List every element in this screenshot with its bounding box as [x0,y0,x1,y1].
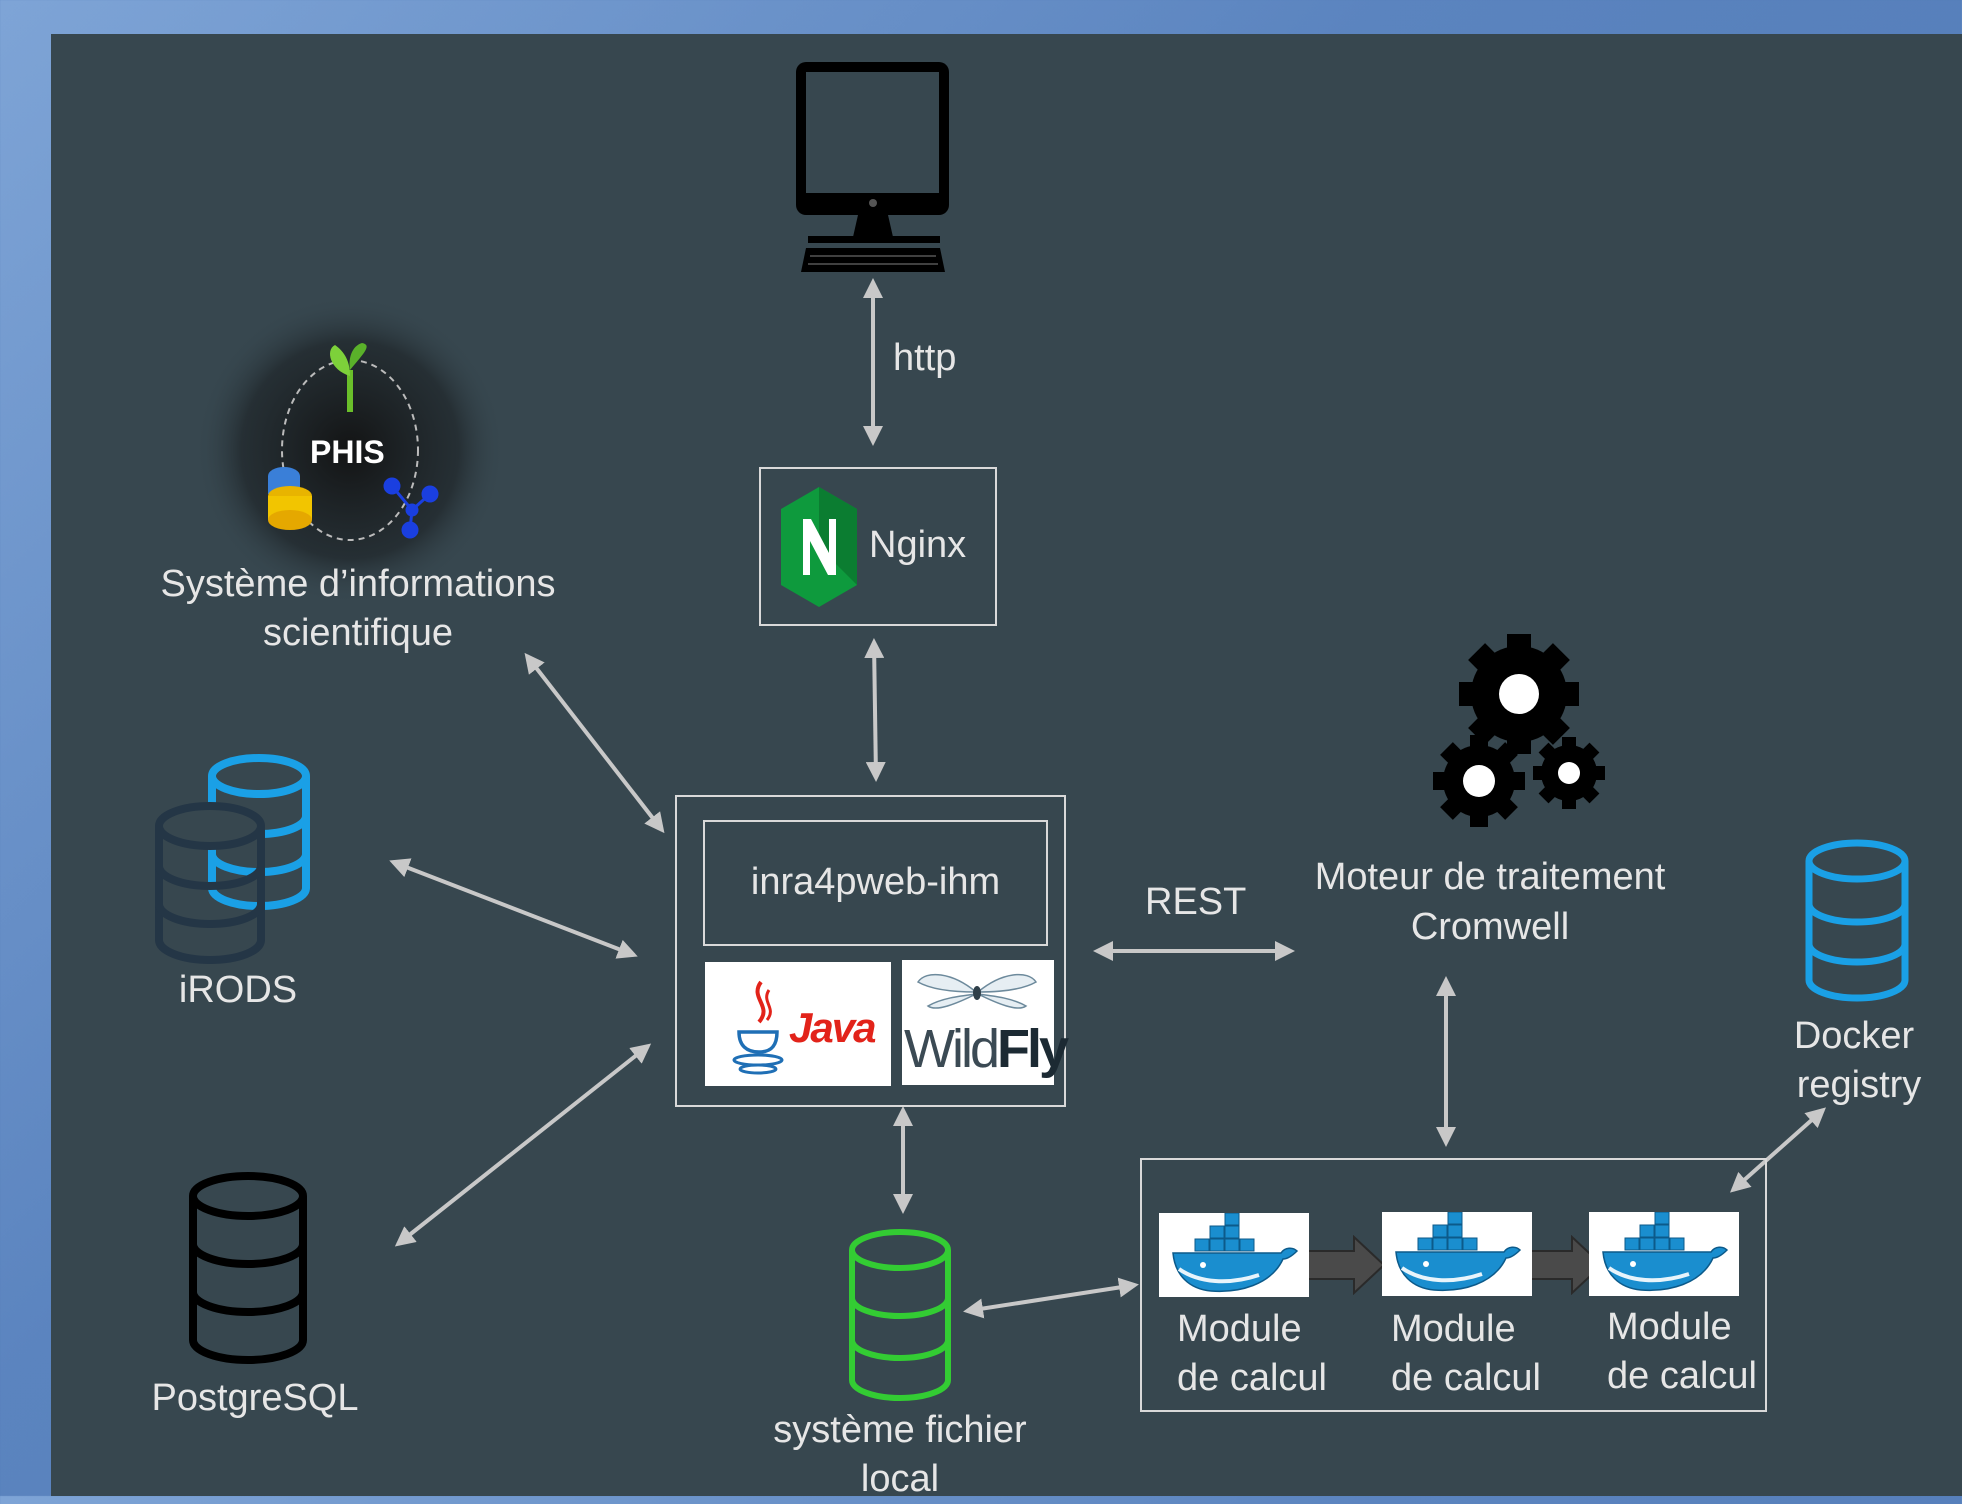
module-2-label-line1: Module [1391,1308,1516,1350]
pipeline-arrow [1524,1235,1604,1295]
module-3-label-line1: Module [1607,1306,1732,1348]
wildfly-text-bold: Fly [997,1019,1069,1079]
phis-logo [195,295,505,605]
module-2-docker-tile [1382,1211,1532,1296]
module-1-docker-tile [1159,1212,1309,1297]
wildfly-logo: WildFly [902,960,1069,1085]
arrow-phis-app [524,652,665,834]
module-1-label-line1: Module [1177,1308,1302,1350]
arrow-localfs-modules [963,1277,1139,1319]
arrow-postgres-app [394,1043,652,1247]
nginx-logo [781,487,857,607]
module-2-label-line2: de calcul [1391,1357,1541,1399]
http-label: http [893,337,957,379]
gears-icon [1433,634,1605,827]
database-icon [849,1229,951,1401]
app-title: inra4pweb-ihm [750,861,1001,903]
app-title-box: inra4pweb-ihm [703,820,1048,946]
wildfly-text-light: Wild [904,1019,1000,1079]
wildfly-logo-text: WildFly [904,1018,1069,1080]
database-stack-icon [155,754,310,964]
module-3-docker-tile [1589,1211,1739,1296]
docker-registry-label-line1: Docker [1793,1015,1915,1057]
nginx-box: Nginx [759,467,997,626]
desktop-computer-icon [796,62,949,272]
nginx-label: Nginx [869,524,967,566]
phis-label-line2: scientifique [262,612,454,654]
cromwell-label-line1: Moteur de traitement [1314,856,1666,898]
compute-modules-box: Module de calcul Module de calcul Module… [1140,1158,1767,1412]
pipeline-arrow [1306,1235,1386,1295]
local-fs-label-line2: local [860,1458,940,1500]
wildfly-dragonfly-icon [916,973,1038,1009]
phis-logo-text: PHIS [310,434,385,470]
docker-whale-icon [1395,1211,1522,1292]
docker-whale-icon [1172,1212,1299,1293]
rest-label: REST [1145,881,1247,923]
cromwell-label-line2: Cromwell [1410,906,1570,948]
java-logo: Java [705,962,891,1086]
arrow-nginx-app [864,638,886,782]
module-1-label-line2: de calcul [1177,1357,1327,1399]
arrow-docker-registry-modules [1730,1107,1826,1193]
database-icon [189,1172,307,1364]
docker-registry-label-line2: registry [1796,1064,1922,1106]
local-fs-label-line1: système fichier [773,1409,1027,1451]
docker-whale-icon [1602,1211,1729,1292]
database-icon [1805,839,1909,1002]
irods-label: iRODS [178,969,298,1011]
arrow-irods-app [389,858,638,959]
app-server-box: inra4pweb-ihm Java WildFly [675,795,1069,1107]
java-logo-text: Java [789,1004,876,1051]
postgres-label: PostgreSQL [151,1377,359,1419]
java-cup-icon [732,980,784,1075]
connection-arrows [389,278,1826,1319]
module-3-label-line2: de calcul [1607,1355,1757,1397]
phis-label-line1: Système d’informations [160,563,556,605]
